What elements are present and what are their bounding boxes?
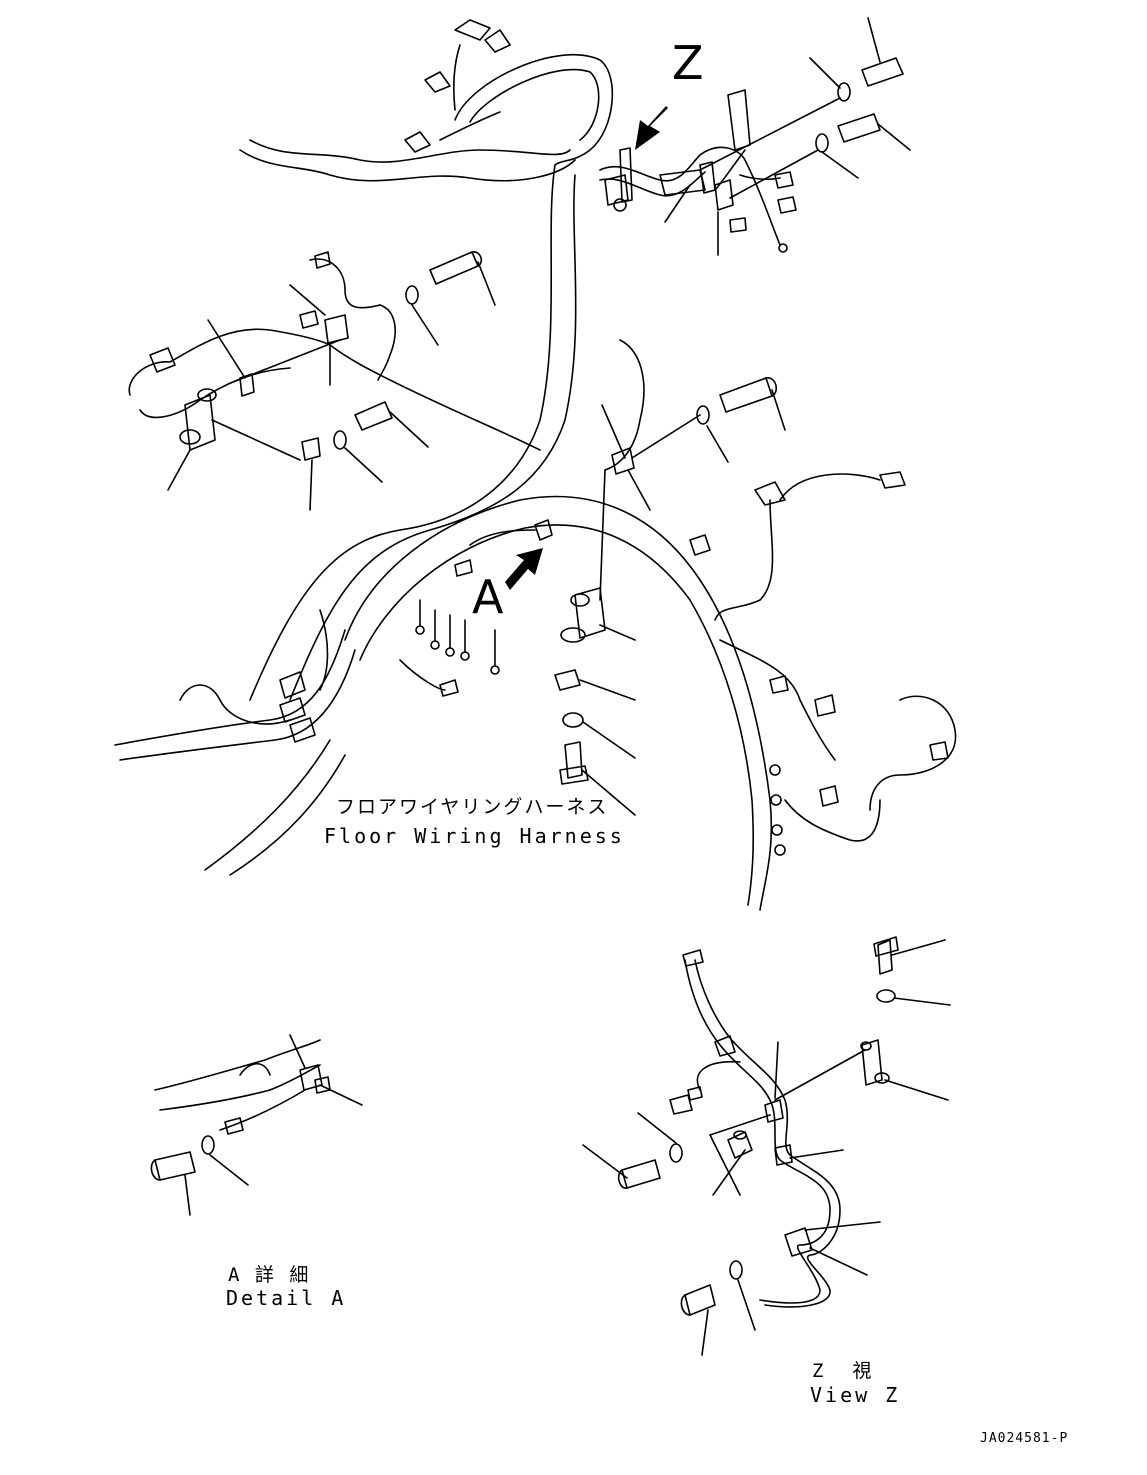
- middle-clamp-group: [554, 339, 786, 816]
- top-right-cluster: [599, 17, 911, 256]
- harness-caption-en: Floor Wiring Harness: [324, 824, 625, 848]
- detail-a-drawing: [150, 1034, 363, 1216]
- view-z-marker: Z: [672, 36, 704, 90]
- view-z-caption-jp: Z 視: [812, 1360, 874, 1382]
- left-clamp-group: [128, 251, 541, 511]
- view-arrows: [505, 106, 668, 590]
- detail-a-caption-jp: A 詳 細: [228, 1264, 311, 1286]
- detail-a-marker: A: [472, 570, 504, 624]
- drawing-code: JA024581-P: [980, 1431, 1069, 1446]
- detail-a-caption-en: Detail A: [226, 1286, 347, 1310]
- view-z-drawing: [582, 936, 951, 1356]
- main-harness: [114, 19, 957, 911]
- view-z-caption-en: View Z: [810, 1383, 901, 1407]
- harness-caption-jp: フロアワイヤリングハーネス: [336, 796, 609, 818]
